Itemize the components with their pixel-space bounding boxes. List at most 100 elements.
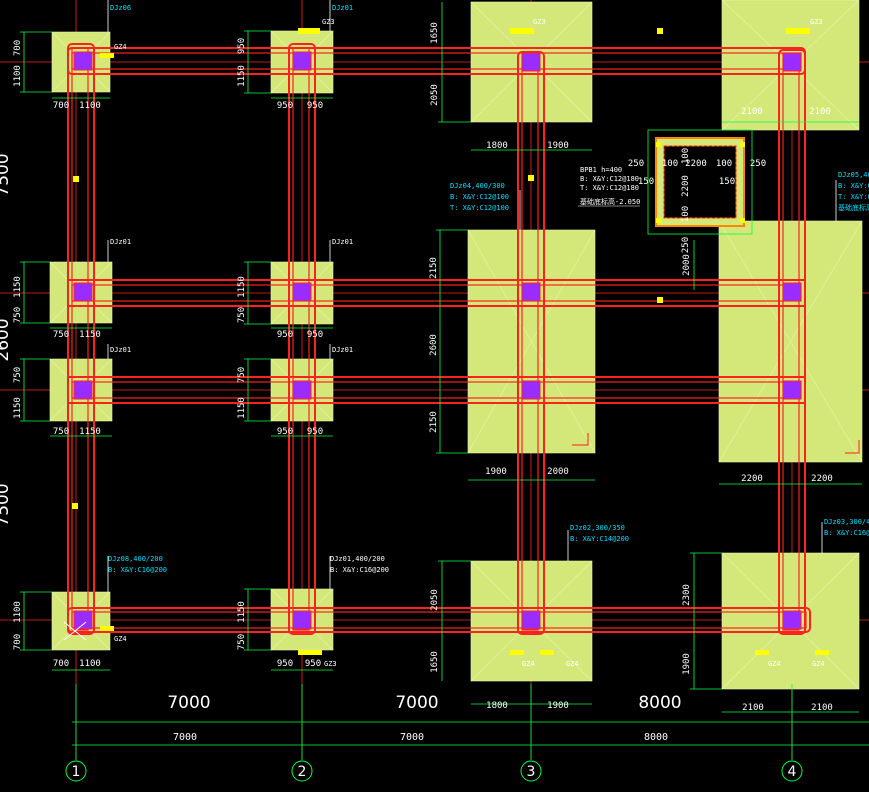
axis-label: 2 xyxy=(298,764,307,780)
column[interactable] xyxy=(521,282,541,302)
beams xyxy=(67,43,811,635)
column[interactable] xyxy=(292,282,312,302)
gz-marker[interactable] xyxy=(72,503,78,509)
dim: 950 xyxy=(277,101,293,111)
dim: 2300 xyxy=(682,584,692,606)
column[interactable] xyxy=(292,51,312,71)
footing-rebar: B: X&Y:C16@200 xyxy=(330,566,389,574)
gz-marker[interactable] xyxy=(755,650,769,655)
pit-bpb1[interactable] xyxy=(647,129,753,235)
gz-marker[interactable] xyxy=(740,218,745,223)
dim: 2100 xyxy=(809,107,831,117)
dim: 750 xyxy=(53,330,69,340)
dim: 1150 xyxy=(13,397,23,419)
dim: 950 xyxy=(277,427,293,437)
column[interactable] xyxy=(782,52,802,72)
dim: 750 xyxy=(53,427,69,437)
gz-marker[interactable] xyxy=(298,28,320,34)
column[interactable] xyxy=(782,380,802,400)
bottom-span-dimensions: 7000 7000 8000 7000 7000 8000 xyxy=(167,693,681,743)
dim: 1900 xyxy=(682,653,692,675)
footing-rebar: B: X&Y:C16@200 xyxy=(108,566,167,574)
gz-tag: GZ4 xyxy=(812,660,825,668)
column[interactable] xyxy=(73,51,93,71)
footing-col1-mid2[interactable] xyxy=(49,358,113,422)
column[interactable] xyxy=(782,282,802,302)
gz-marker[interactable] xyxy=(815,650,829,655)
pit-dim: 250 xyxy=(628,159,644,169)
dim: 700 xyxy=(53,659,69,669)
gz-marker[interactable] xyxy=(100,53,114,58)
footing-tag: DJz01 xyxy=(110,238,131,246)
beam-col-2[interactable] xyxy=(288,43,316,635)
pit-dim: 100 xyxy=(662,159,678,169)
axis-bubble-3[interactable]: 3 xyxy=(520,760,542,782)
axis-bubble-1[interactable]: 1 xyxy=(65,760,87,782)
pit-elevation: 基础底标高-2.050 xyxy=(580,197,640,206)
dimension-lines xyxy=(20,0,869,760)
axis-label: 3 xyxy=(527,764,536,780)
footing-tag: DJz01,400/200 xyxy=(330,555,385,563)
beam-row-a[interactable] xyxy=(67,47,806,75)
footing-col3-mid[interactable] xyxy=(467,229,596,454)
gz-marker[interactable] xyxy=(786,28,810,34)
dim: 2050 xyxy=(430,589,440,611)
pit-tag: BPB1 h=400 xyxy=(580,166,622,174)
gz-marker[interactable] xyxy=(100,626,114,631)
footing-tag: DJz01 xyxy=(332,4,353,12)
gz-marker[interactable] xyxy=(73,176,79,182)
footing-rebar: B: X&Y:C14@200 xyxy=(570,535,629,543)
column[interactable] xyxy=(292,380,312,400)
dim: 950 xyxy=(277,659,293,669)
gz-tag: GZ3 xyxy=(810,18,823,26)
pit-dim: 250 xyxy=(750,159,766,169)
dim: 1800 xyxy=(486,701,508,711)
gz-tag: GZ4 xyxy=(114,635,127,643)
column[interactable] xyxy=(521,52,541,72)
beam-col-3[interactable] xyxy=(517,51,545,635)
gz-marker[interactable] xyxy=(740,142,745,147)
axis-bubbles: 1 2 3 4 xyxy=(65,760,803,782)
column[interactable] xyxy=(73,380,93,400)
dim: 2100 xyxy=(741,107,763,117)
dim: 2200 xyxy=(741,474,763,484)
column[interactable] xyxy=(521,610,541,630)
pit-rebar-bottom: B: X&Y:C12@180 xyxy=(580,175,639,183)
gz-marker[interactable] xyxy=(528,175,534,181)
gz-marker[interactable] xyxy=(298,650,322,655)
dim: 950 xyxy=(277,330,293,340)
dim: 700 xyxy=(53,101,69,111)
gz-tag: GZ4 xyxy=(114,43,127,51)
span-left-1: 7500 xyxy=(0,153,13,196)
pit-dim: 250 xyxy=(681,237,691,253)
gz-marker[interactable] xyxy=(510,28,534,34)
dim: 1900 xyxy=(547,701,569,711)
pit-dim: 100 xyxy=(716,159,732,169)
gz-markers xyxy=(72,28,829,655)
column[interactable] xyxy=(521,380,541,400)
axis-bubble-4[interactable]: 4 xyxy=(781,760,803,782)
dim: 1150 xyxy=(237,276,247,298)
gz-marker[interactable] xyxy=(510,650,524,655)
dim: 950 xyxy=(307,330,323,340)
gz-marker[interactable] xyxy=(657,28,663,34)
dim: 2000 xyxy=(547,467,569,477)
column[interactable] xyxy=(292,610,312,630)
gz-marker[interactable] xyxy=(657,297,663,303)
gz-tag: GZ3 xyxy=(324,660,337,668)
gz-marker[interactable] xyxy=(656,218,661,223)
axis-bubble-2[interactable]: 2 xyxy=(291,760,313,782)
footing-col4-mid[interactable] xyxy=(718,220,863,463)
beam-col-1[interactable] xyxy=(67,43,95,635)
gz-marker[interactable] xyxy=(656,142,661,147)
column[interactable] xyxy=(782,610,802,630)
span-large-2: 7000 xyxy=(395,693,438,713)
span-left-3: 7500 xyxy=(0,483,13,526)
footing-rebar-top: T: X&Y:C12@100 xyxy=(450,204,509,212)
column[interactable] xyxy=(73,282,93,302)
dim: 1150 xyxy=(237,601,247,623)
gz-marker[interactable] xyxy=(540,650,554,655)
column[interactable] xyxy=(73,610,93,630)
beam-col-4[interactable] xyxy=(778,49,806,635)
